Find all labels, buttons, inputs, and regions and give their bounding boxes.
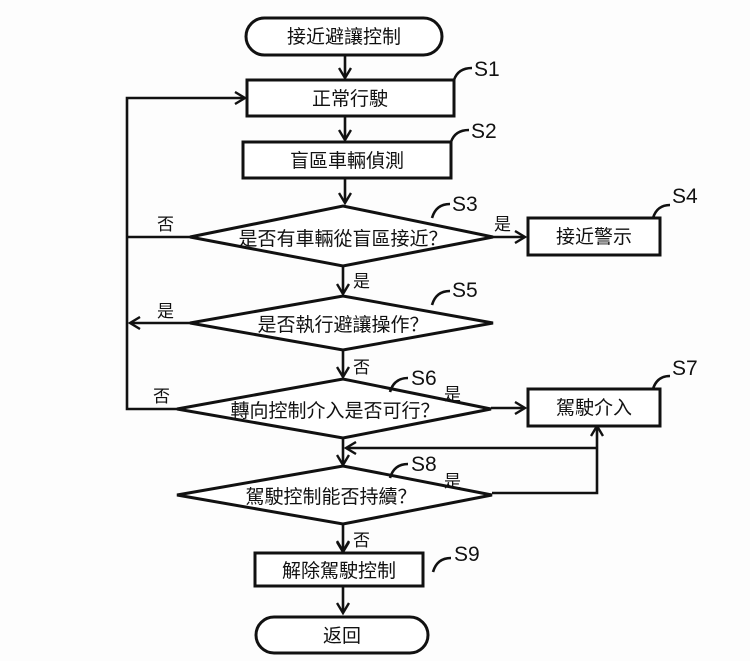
s1-process [245, 78, 456, 118]
s2-step: S2 [471, 120, 497, 143]
s8-label: 駕駛控制能否持續？ [245, 486, 416, 508]
s1-leader [452, 66, 473, 81]
s3-yes-right-label: 是 [494, 215, 511, 235]
start-terminal [244, 16, 444, 57]
s6-label: 轉向控制介入是否可行？ [230, 400, 439, 422]
s6-step: S6 [411, 367, 437, 390]
s8-decision [176, 464, 493, 526]
s4-label: 接近警示 [556, 226, 632, 248]
s3-no-label: 否 [157, 215, 174, 235]
s9-leader [431, 556, 452, 573]
s4-process [526, 216, 662, 257]
s3-step: S3 [452, 193, 478, 216]
s5-label: 是否執行避讓操作？ [257, 314, 428, 336]
s3-decision [189, 204, 494, 268]
end-label: 返回 [323, 625, 361, 647]
s3-leader [430, 202, 451, 219]
s2-label: 盲區車輛偵測 [290, 150, 404, 172]
start-label: 接近避讓控制 [287, 26, 401, 48]
s2-process [241, 140, 453, 180]
s5-yes-label: 是 [157, 302, 174, 322]
s4-leader [651, 203, 671, 219]
s7-leader [651, 374, 671, 390]
s5-no-label: 否 [353, 358, 370, 378]
s8-leader [388, 462, 409, 479]
s6-yes-label: 是 [444, 385, 461, 405]
s6-decision [176, 377, 492, 440]
s5-leader [430, 289, 451, 306]
s3-label: 是否有車輛從盲區接近？ [238, 228, 447, 250]
end-terminal [254, 615, 430, 655]
s2-leader [449, 128, 470, 143]
s5-decision [189, 294, 494, 352]
s3-yes-down-label: 是 [353, 272, 370, 292]
loop-back-to-s1 [125, 98, 245, 411]
connectors [125, 55, 597, 613]
s8-yes-to-s7 [492, 426, 597, 495]
s9-process [253, 551, 425, 588]
s7-process [526, 387, 662, 428]
s8-no-label: 否 [353, 531, 370, 551]
s6-no-label: 否 [153, 387, 170, 407]
s9-step: S9 [454, 543, 480, 566]
s8-step: S8 [411, 453, 437, 476]
s1-step: S1 [474, 58, 500, 81]
s7-step: S7 [672, 357, 698, 380]
s1-label: 正常行駛 [312, 88, 388, 110]
s9-label: 解除駕駛控制 [282, 560, 396, 582]
s4-step: S4 [672, 185, 698, 208]
s7-label: 駕駛介入 [556, 397, 632, 419]
s5-step: S5 [452, 279, 478, 302]
s6-leader [388, 376, 409, 393]
s8-yes-label: 是 [444, 472, 461, 492]
